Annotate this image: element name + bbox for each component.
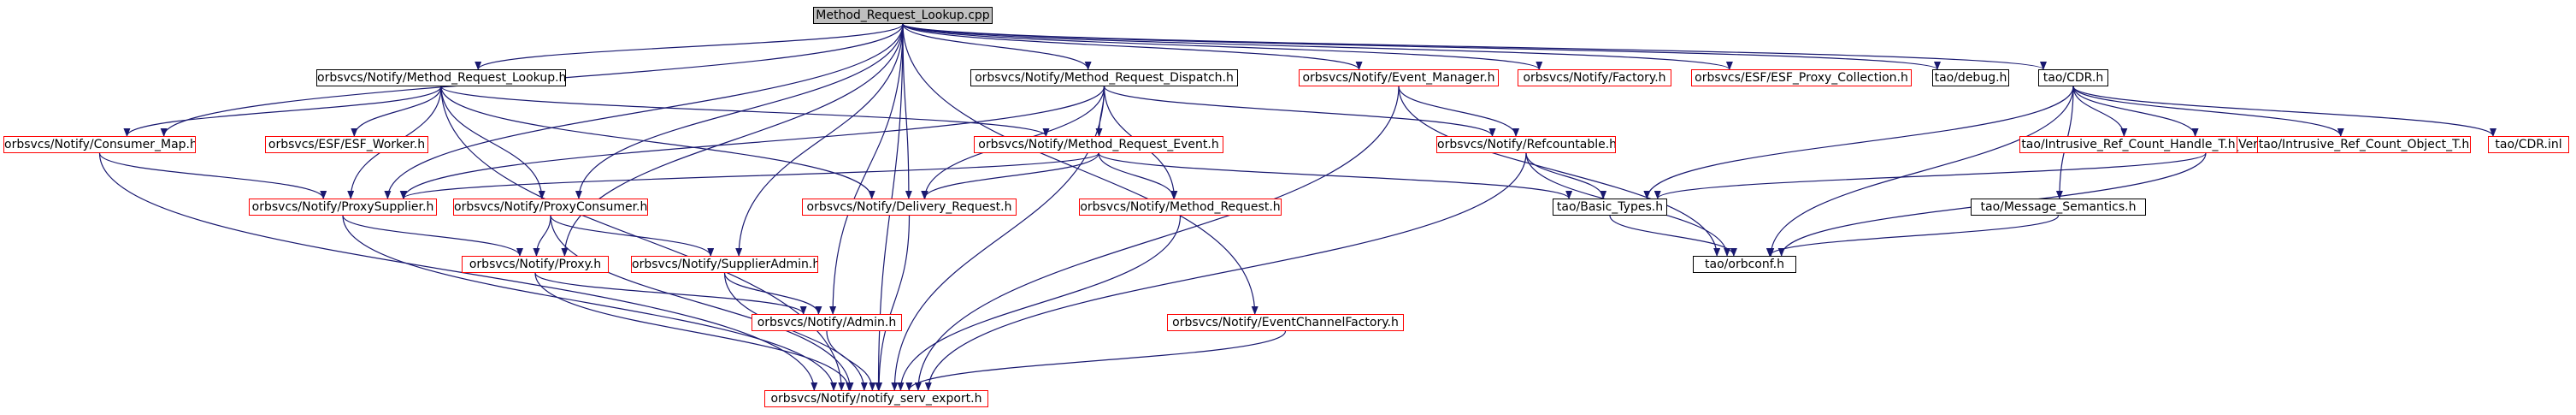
node-esfw[interactable]: orbsvcs/ESF/ESF_Worker.h [265, 136, 428, 153]
edge-root-to-sadmin [735, 23, 904, 257]
edge-cmap-to-nse [98, 152, 818, 391]
edge-refc-to-nse [924, 152, 1527, 391]
edge-sadmin-to-nse [723, 272, 868, 391]
edge-root-to-mrd [902, 23, 1092, 70]
node-sadmin[interactable]: orbsvcs/Notify/SupplierAdmin.h [631, 256, 818, 273]
edge-msem-to-orbconf [1765, 215, 2060, 257]
edge-ecf-to-nse [905, 330, 1287, 391]
edge-mrl-to-nse [440, 86, 846, 391]
edge-em-to-nse [914, 86, 1400, 391]
edge-cdr-to-cdrinl [2072, 86, 2496, 137]
edge-btypes-to-orbconf [1609, 215, 1737, 257]
edge-mrl-to-mre [440, 86, 1050, 137]
edge-cdr-to-irch [2072, 86, 2128, 137]
edge-cdr-to-irco [2072, 86, 2344, 137]
edge-sadmin-to-admin [723, 272, 822, 315]
edge-dreq-to-nse [875, 215, 911, 391]
edge-root-to-mrl [475, 23, 904, 70]
edge-root-to-psup [384, 23, 904, 199]
node-proxy[interactable]: orbsvcs/Notify/Proxy.h [462, 256, 609, 273]
edge-root-to-admin [829, 23, 904, 315]
edge-psup-to-nse [342, 215, 838, 391]
edge-giop-to-btypes [1653, 152, 2207, 199]
edge-pcon-to-nse [550, 215, 854, 391]
node-irco[interactable]: tao/Intrusive_Ref_Count_Object_T.h [2257, 136, 2471, 153]
edge-mre-to-dreq [921, 152, 1099, 199]
edge-cdr-to-giop [2072, 86, 2199, 137]
node-pcon[interactable]: orbsvcs/Notify/ProxyConsumer.h [453, 199, 648, 216]
node-btypes[interactable]: tao/Basic_Types.h [1553, 199, 1667, 216]
edge-root-to-proxy [561, 23, 904, 257]
edge-proxy-to-admin [534, 272, 807, 315]
edge-root-to-cdr [902, 23, 2047, 70]
edge-root-to-factory [902, 23, 1543, 70]
edge-refc-to-btypes [1525, 152, 1607, 199]
edge-root-to-em [902, 23, 1363, 70]
edge-proxy-to-nse [534, 272, 853, 391]
node-msem[interactable]: tao/Message_Semantics.h [1971, 199, 2146, 216]
edge-mreq-to-nse [897, 215, 1182, 391]
node-psup[interactable]: orbsvcs/Notify/ProxySupplier.h [249, 199, 437, 216]
edge-mrd-to-nse [891, 86, 1105, 391]
edge-pcon-to-proxy [533, 215, 551, 257]
edge-mrd-to-refc [1103, 86, 1496, 137]
edge-mrl-to-dreq [440, 86, 875, 199]
node-mrd[interactable]: orbsvcs/Notify/Method_Request_Dispatch.h [970, 69, 1238, 86]
node-em[interactable]: orbsvcs/Notify/Event_Manager.h [1299, 69, 1499, 86]
node-cdr[interactable]: tao/CDR.h [2038, 69, 2108, 86]
edge-cdr-to-orbconf [1767, 86, 2074, 257]
edge-root-to-esfpc [902, 23, 1733, 70]
edge-mre-to-psup [399, 152, 1099, 199]
edge-mre-to-mreq [1098, 152, 1177, 199]
node-nse[interactable]: orbsvcs/Notify/notify_serv_export.h [764, 390, 988, 407]
node-mreq[interactable]: orbsvcs/Notify/Method_Request.h [1079, 199, 1282, 216]
edge-cmap-to-psup [98, 152, 327, 199]
edge-pcon-to-sadmin [550, 215, 715, 257]
node-debug[interactable]: tao/debug.h [1932, 69, 2009, 86]
edge-em-to-orbconf [1398, 86, 1721, 257]
edge-mre-to-btypes [1098, 152, 1572, 199]
node-cdrinl[interactable]: tao/CDR.inl [2488, 136, 2569, 153]
edge-mrd-to-psup [400, 86, 1105, 199]
node-admin[interactable]: orbsvcs/Notify/Admin.h [752, 314, 902, 331]
edge-mrl-to-cmap [123, 86, 442, 137]
node-dreq[interactable]: orbsvcs/Notify/Delivery_Request.h [802, 199, 1017, 216]
node-esfpc[interactable]: orbsvcs/ESF/ESF_Proxy_Collection.h [1691, 69, 1912, 86]
edge-root-to-dreq [902, 23, 912, 199]
edge-root-to-debug [902, 23, 1941, 70]
node-ecf[interactable]: orbsvcs/Notify/EventChannelFactory.h [1167, 314, 1404, 331]
node-cmap[interactable]: orbsvcs/Notify/Consumer_Map.h [3, 136, 196, 153]
edge-psup-to-proxy [342, 215, 523, 257]
node-root: Method_Request_Lookup.cpp [813, 7, 993, 24]
edge-em-to-refc [1398, 86, 1520, 137]
node-mre[interactable]: orbsvcs/Notify/Method_Request_Event.h [974, 136, 1223, 153]
edge-mrl-to-esfw [351, 86, 442, 137]
edge-mrl-to-pcon [440, 86, 545, 199]
node-mrl[interactable]: orbsvcs/Notify/Method_Request_Lookup.h [316, 69, 566, 86]
edge-admin-to-nse [826, 330, 876, 391]
edge-root-to-ecf [902, 23, 1259, 315]
edge-cdr-to-btypes [1643, 86, 2074, 199]
node-factory[interactable]: orbsvcs/Notify/Factory.h [1518, 69, 1671, 86]
node-irch[interactable]: tao/Intrusive_Ref_Count_Handle_T.h [2019, 136, 2237, 153]
node-refc[interactable]: orbsvcs/Notify/Refcountable.h [1436, 136, 1616, 153]
node-orbconf[interactable]: tao/orbconf.h [1693, 256, 1796, 273]
